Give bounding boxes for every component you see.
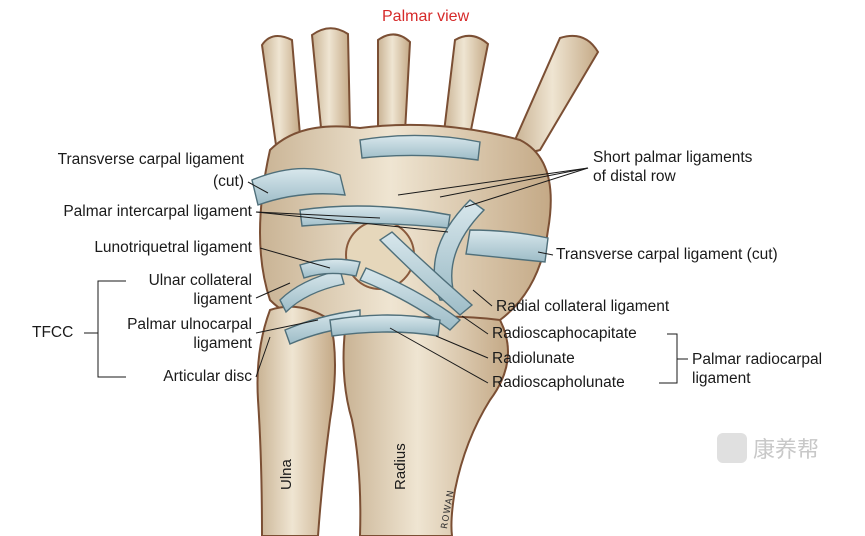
label-short-palmar-1: Short palmar ligaments	[593, 149, 753, 166]
label-transverse-carpal-left-2: (cut)	[213, 173, 244, 190]
label-short-palmar-2: of distal row	[593, 168, 676, 185]
radius-bone	[342, 315, 509, 536]
watermark-text: 康养帮	[753, 438, 820, 463]
label-transverse-carpal-right: Transverse carpal ligament (cut)	[556, 246, 778, 263]
label-radial-collateral: Radial collateral ligament	[496, 298, 670, 315]
label-radioscapholunate: Radioscapholunate	[492, 374, 625, 391]
label-transverse-carpal-left-1: Transverse carpal ligament	[57, 151, 244, 168]
label-ulnar-collateral-2: ligament	[193, 291, 252, 308]
label-lunotriquetral: Lunotriquetral ligament	[94, 239, 252, 256]
watermark-logo-icon	[717, 433, 747, 463]
label-radiolunate: Radiolunate	[492, 350, 575, 367]
watermark: 康养帮	[717, 432, 819, 464]
label-radioscaphocapitate: Radioscaphocapitate	[492, 325, 637, 342]
label-palmar-radiocarpal-2: ligament	[692, 370, 751, 387]
ligament-bands	[251, 134, 549, 345]
label-radius: Radius	[392, 443, 409, 490]
label-palmar-radiocarpal-1: Palmar radiocarpal	[692, 351, 823, 368]
label-palmar-ulnocarpal-2: ligament	[193, 335, 252, 352]
label-palmar-ulnocarpal-1: Palmar ulnocarpal	[127, 316, 252, 333]
label-tfcc: TFCC	[32, 324, 74, 341]
metacarpal-bones	[260, 27, 600, 153]
label-palmar-intercarpal: Palmar intercarpal ligament	[63, 203, 252, 220]
leader-lines	[84, 167, 688, 384]
label-articular-disc: Articular disc	[163, 368, 252, 385]
label-ulna: Ulna	[278, 459, 295, 490]
label-ulnar-collateral-1: Ulnar collateral	[148, 272, 252, 289]
figure-title: Palmar view	[382, 8, 470, 25]
